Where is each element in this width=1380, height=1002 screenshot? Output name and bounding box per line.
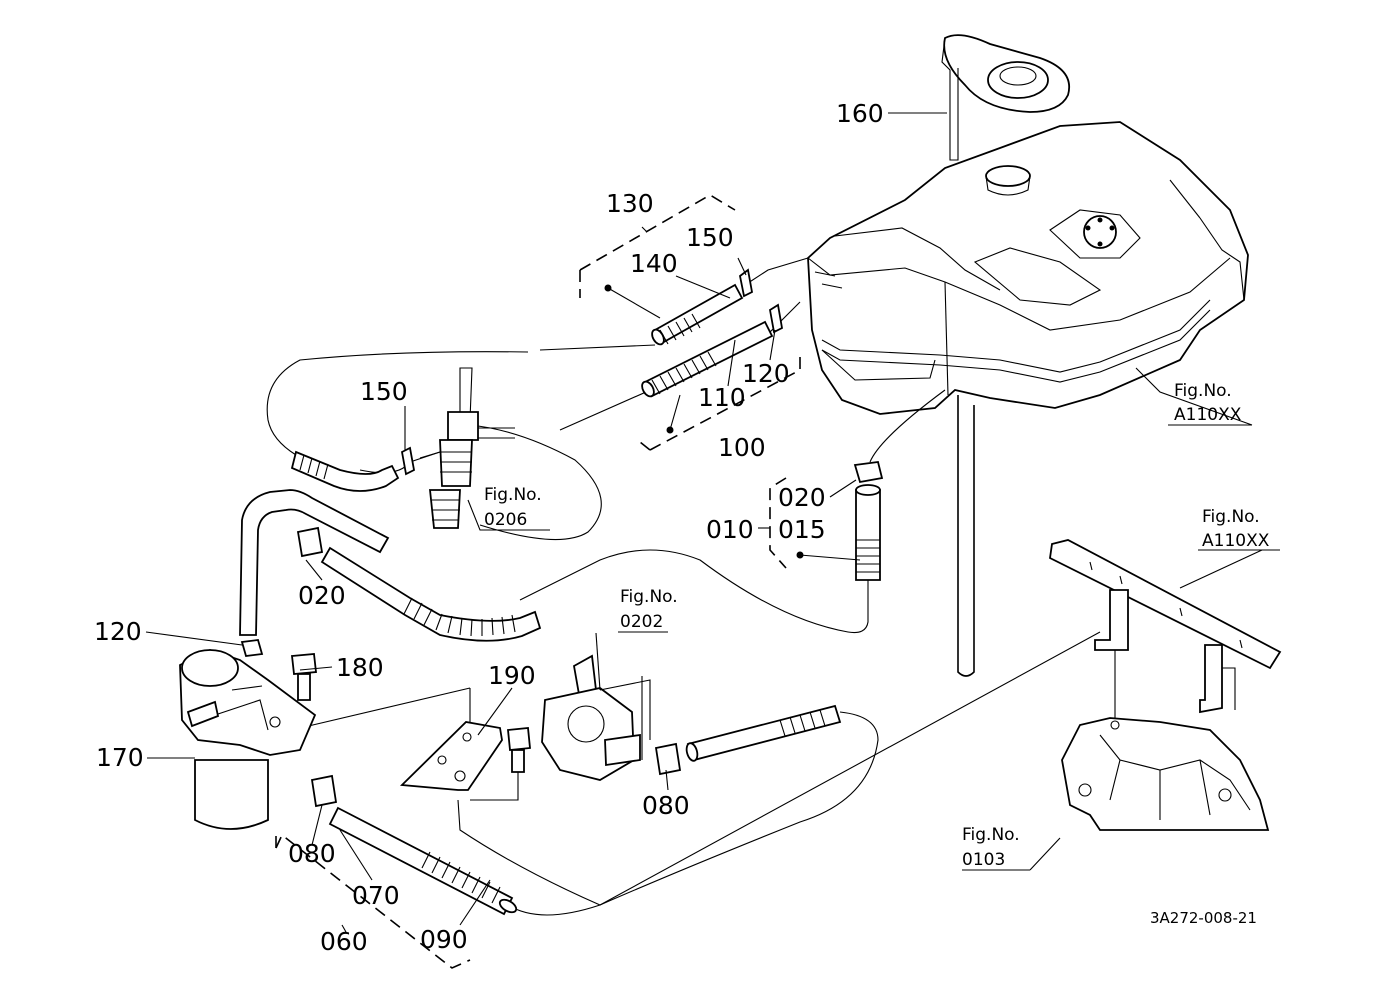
feed-hose-middle: [320, 546, 542, 642]
ref-injector-label: Fig.No.: [484, 485, 542, 505]
return-hose-right: [685, 704, 842, 762]
hose-070-090: [328, 806, 518, 916]
ref-injector-code: 0206: [484, 510, 527, 530]
part-label-010: 010: [706, 515, 754, 544]
part-label-100: 100: [718, 433, 766, 462]
part-label-130: 130: [606, 189, 654, 218]
injector: [419, 367, 515, 529]
drain-pipe: [957, 395, 975, 677]
part-label-190: 190: [488, 661, 536, 690]
figure-references: Fig.No. A110XX Fig.No. A110XX Fig.No. 02…: [484, 381, 1270, 870]
injector-hose: [290, 450, 400, 492]
part-label-160: 160: [836, 99, 884, 128]
ref-tank-label: Fig.No.: [1174, 381, 1232, 401]
filler-cap: [941, 34, 1070, 161]
bracket-190: [399, 721, 503, 791]
part-label-110: 110: [698, 383, 746, 412]
drawing-code: 3A272-008-21: [1150, 909, 1257, 927]
ref-engine-label: Fig.No.: [962, 825, 1020, 845]
part-label-080-right: 080: [642, 791, 690, 820]
bolt-180: [291, 653, 317, 701]
part-label-020-upper: 020: [778, 483, 826, 512]
part-label-060: 060: [320, 927, 368, 956]
fuel-pump: [541, 654, 651, 781]
fuel-filter: [179, 649, 317, 830]
feed-hose-upper: [239, 489, 390, 636]
fuel-tank: [807, 121, 1249, 415]
frame-bracket: [1049, 539, 1282, 714]
ref-frame-code: A110XX: [1202, 531, 1270, 551]
part-label-120-lower: 120: [94, 617, 142, 646]
clamps: [240, 268, 884, 808]
hose-140: [651, 283, 744, 346]
ref-frame-label: Fig.No.: [1202, 507, 1260, 527]
hose-110: [641, 320, 774, 398]
ref-pump-label: Fig.No.: [620, 587, 678, 607]
part-label-170: 170: [96, 743, 144, 772]
part-label-180: 180: [336, 653, 384, 682]
engine-block: [1061, 717, 1270, 831]
part-numbers: 160 130 140 150 120 110 100 150 020 010 …: [94, 99, 884, 956]
part-label-015: 015: [778, 515, 826, 544]
hose-015: [855, 484, 881, 581]
part-label-150-upper: 150: [686, 223, 734, 252]
part-label-150-lower: 150: [360, 377, 408, 406]
part-label-070: 070: [352, 881, 400, 910]
ref-engine-code: 0103: [962, 850, 1005, 870]
part-label-120-upper: 120: [742, 359, 790, 388]
part-label-090: 090: [420, 925, 468, 954]
ref-tank-code: A110XX: [1174, 405, 1242, 425]
bracket-bolt: [470, 727, 531, 801]
ref-pump-code: 0202: [620, 612, 663, 632]
part-label-020-lower: 020: [298, 581, 346, 610]
group-brackets: [275, 194, 801, 969]
leader-lines: [145, 112, 1280, 933]
part-label-140: 140: [630, 249, 678, 278]
part-label-080-left: 080: [288, 839, 336, 868]
